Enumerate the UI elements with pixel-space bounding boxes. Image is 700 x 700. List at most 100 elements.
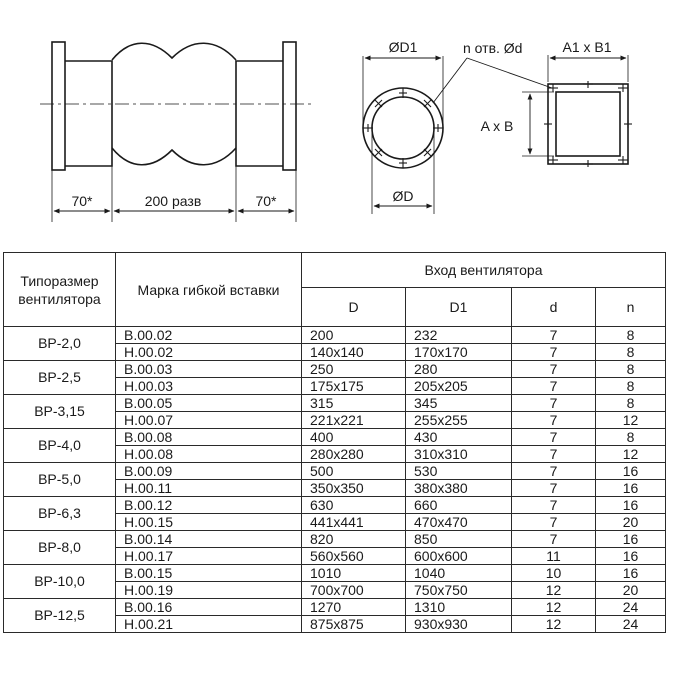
square-flange-inner bbox=[555, 91, 621, 157]
right-pipe bbox=[235, 60, 283, 167]
hole-count-cell: 8 bbox=[594, 394, 667, 412]
hole-count-cell: 24 bbox=[594, 615, 667, 633]
d-value-cell: 140x140 bbox=[301, 343, 406, 361]
hole-count-cell: 12 bbox=[594, 445, 667, 463]
mark-cell: В.00.15 bbox=[115, 564, 302, 582]
mark-cell: Н.00.08 bbox=[115, 445, 302, 463]
d-value-cell: 630 bbox=[301, 496, 406, 514]
mark-cell: В.00.08 bbox=[115, 428, 302, 446]
mark-cell: Н.00.11 bbox=[115, 479, 302, 497]
d-value-cell: 280x280 bbox=[301, 445, 406, 463]
d-value-cell: 175x175 bbox=[301, 377, 406, 395]
mark-cell: В.00.05 bbox=[115, 394, 302, 412]
hole-diameter-cell: 7 bbox=[511, 496, 596, 514]
d1-value-cell: 170x170 bbox=[405, 343, 512, 361]
mark-cell: В.00.14 bbox=[115, 530, 302, 548]
d-value-cell: 221x221 bbox=[301, 411, 406, 429]
hole-diameter-cell: 11 bbox=[511, 547, 596, 565]
hole-count-cell: 8 bbox=[594, 343, 667, 361]
mark-cell: Н.00.07 bbox=[115, 411, 302, 429]
hole-count-cell: 16 bbox=[594, 564, 667, 582]
bellows-bottom bbox=[111, 147, 237, 166]
round-d-label: ØD bbox=[393, 188, 414, 204]
d-value-cell: 875x875 bbox=[301, 615, 406, 633]
mark-cell: Н.00.02 bbox=[115, 343, 302, 361]
center-dim: 200 разв bbox=[145, 193, 202, 209]
mark-cell: Н.00.21 bbox=[115, 615, 302, 633]
d-value-cell: 250 bbox=[301, 360, 406, 378]
hole-diameter-cell: 7 bbox=[511, 462, 596, 480]
right-flange bbox=[282, 41, 297, 171]
d1-value-cell: 280 bbox=[405, 360, 512, 378]
d-value-cell: 560x560 bbox=[301, 547, 406, 565]
holes-label: n отв. Ød bbox=[463, 40, 522, 56]
spec-table: Типоразмер вентилятора Марка гибкой вста… bbox=[3, 252, 667, 633]
hole-count-cell: 8 bbox=[594, 428, 667, 446]
d1-value-cell: 660 bbox=[405, 496, 512, 514]
side-view bbox=[40, 41, 312, 222]
header-mark: Марка гибкой вставки bbox=[115, 252, 302, 327]
ab-label: A x B bbox=[481, 118, 514, 134]
d-value-cell: 1010 bbox=[301, 564, 406, 582]
mark-cell: В.00.12 bbox=[115, 496, 302, 514]
d1-value-cell: 600x600 bbox=[405, 547, 512, 565]
model-cell: ВР-2,5 bbox=[3, 360, 116, 395]
d-value-cell: 441x441 bbox=[301, 513, 406, 531]
hole-count-cell: 16 bbox=[594, 547, 667, 565]
hole-diameter-cell: 7 bbox=[511, 479, 596, 497]
d1-value-cell: 930x930 bbox=[405, 615, 512, 633]
d-value-cell: 200 bbox=[301, 326, 406, 344]
mark-cell: В.00.16 bbox=[115, 598, 302, 616]
holes-leader bbox=[432, 57, 468, 104]
model-cell: ВР-10,0 bbox=[3, 564, 116, 599]
hole-diameter-cell: 7 bbox=[511, 513, 596, 531]
hole-diameter-cell: 7 bbox=[511, 343, 596, 361]
mark-cell: В.00.02 bbox=[115, 326, 302, 344]
header-hole-d: d bbox=[511, 287, 596, 327]
header-fan-inlet: Вход вентилятора bbox=[300, 252, 667, 288]
hole-diameter-cell: 7 bbox=[511, 428, 596, 446]
mark-cell: В.00.09 bbox=[115, 462, 302, 480]
d1-value-cell: 850 bbox=[405, 530, 512, 548]
model-cell: ВР-3,15 bbox=[3, 394, 116, 429]
d1-value-cell: 380x380 bbox=[405, 479, 512, 497]
hole-diameter-cell: 7 bbox=[511, 530, 596, 548]
hole-diameter-cell: 7 bbox=[511, 445, 596, 463]
round-flange-view bbox=[362, 55, 553, 214]
mark-cell: Н.00.15 bbox=[115, 513, 302, 531]
hole-count-cell: 16 bbox=[594, 496, 667, 514]
d-value-cell: 400 bbox=[301, 428, 406, 446]
square-flange-outer bbox=[547, 83, 629, 165]
header-d1: D1 bbox=[405, 287, 512, 327]
hole-count-cell: 8 bbox=[594, 326, 667, 344]
mark-cell: В.00.03 bbox=[115, 360, 302, 378]
holes-leader-square bbox=[466, 57, 553, 89]
mark-cell: Н.00.03 bbox=[115, 377, 302, 395]
hole-diameter-cell: 7 bbox=[511, 411, 596, 429]
technical-drawing: 70* 200 разв 70* ØD1 ØD n отв. Ød bbox=[40, 39, 632, 222]
d-value-cell: 500 bbox=[301, 462, 406, 480]
d-value-cell: 820 bbox=[301, 530, 406, 548]
d1-value-cell: 1310 bbox=[405, 598, 512, 616]
model-cell: ВР-4,0 bbox=[3, 428, 116, 463]
hole-diameter-cell: 10 bbox=[511, 564, 596, 582]
hole-diameter-cell: 12 bbox=[511, 581, 596, 599]
hole-diameter-cell: 7 bbox=[511, 360, 596, 378]
round-d1-label: ØD1 bbox=[389, 39, 418, 55]
model-cell: ВР-5,0 bbox=[3, 462, 116, 497]
round-flange-holes bbox=[363, 88, 443, 168]
model-cell: ВР-12,5 bbox=[3, 598, 116, 633]
hole-diameter-cell: 12 bbox=[511, 615, 596, 633]
hole-count-cell: 8 bbox=[594, 377, 667, 395]
d1-value-cell: 750x750 bbox=[405, 581, 512, 599]
square-flange-holes bbox=[544, 81, 632, 167]
mark-cell: Н.00.17 bbox=[115, 547, 302, 565]
